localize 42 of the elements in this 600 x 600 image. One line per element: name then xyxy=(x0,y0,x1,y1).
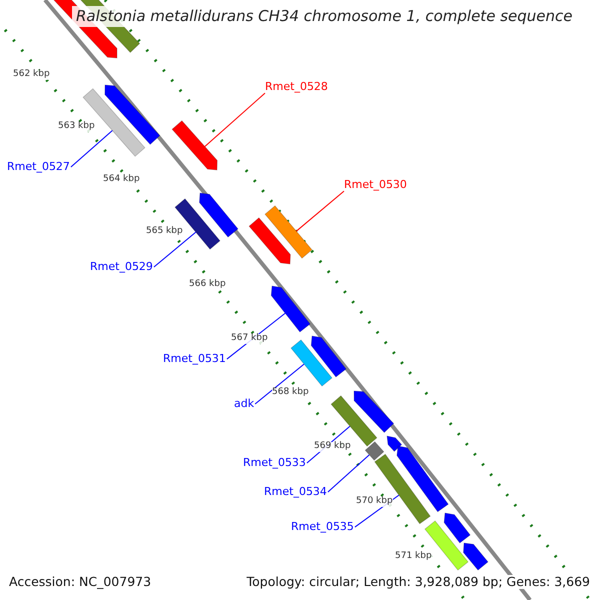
pointed-gene-block xyxy=(270,286,311,332)
scale-label: 567 kbp xyxy=(231,334,268,344)
pointed-gene-block xyxy=(199,192,238,238)
gene-label: Rmet_0530 xyxy=(344,179,407,192)
gene-label: Rmet_0528 xyxy=(265,81,328,94)
gene-block xyxy=(264,205,312,259)
pointed-gene-block xyxy=(354,390,394,433)
accession-text: Accession: NC_007973 xyxy=(9,575,152,589)
gene-label: Rmet_0534 xyxy=(264,486,327,498)
gene-label: Rmet_0527 xyxy=(7,161,70,174)
scale-label: 568 kbp xyxy=(272,388,309,398)
gene-label: Rmet_0529 xyxy=(90,261,153,274)
gene-label: adk xyxy=(234,398,254,410)
leader-line xyxy=(296,190,344,232)
gene-label: Rmet_0531 xyxy=(163,353,226,366)
gene-block xyxy=(374,454,431,524)
scale-label: 571 kbp xyxy=(395,552,432,562)
pointed-gene-block xyxy=(310,336,347,378)
pointed-gene-block xyxy=(172,120,218,170)
scale-label: 563 kbp xyxy=(58,122,95,132)
pointed-gene-block xyxy=(248,217,291,264)
gene-block xyxy=(290,339,332,387)
gene-label: Rmet_0533 xyxy=(243,457,306,470)
leader-line xyxy=(204,92,266,148)
scale-label: 569 kbp xyxy=(314,442,351,452)
scale-label: 565 kbp xyxy=(146,227,183,237)
leader-line xyxy=(327,454,370,493)
pointed-gene-block xyxy=(444,512,471,544)
gene-label: Rmet_0535 xyxy=(291,521,354,534)
gene-block xyxy=(364,441,384,461)
scale-label: 566 kbp xyxy=(189,280,226,290)
scale-label: 570 kbp xyxy=(356,497,393,507)
leader-line xyxy=(153,232,196,268)
sequence-info-text: Topology: circular; Length: 3,928,089 bp; Genes: 3,669 xyxy=(246,575,590,589)
leader-line xyxy=(70,130,113,168)
pointed-gene-block xyxy=(104,84,160,145)
leader-line xyxy=(254,364,305,405)
pointed-gene-block xyxy=(386,436,402,452)
scale-label: 564 kbp xyxy=(103,175,140,185)
pointed-gene-block xyxy=(396,446,449,512)
pointed-gene-block xyxy=(463,542,488,571)
scale-label: 562 kbp xyxy=(13,70,50,80)
